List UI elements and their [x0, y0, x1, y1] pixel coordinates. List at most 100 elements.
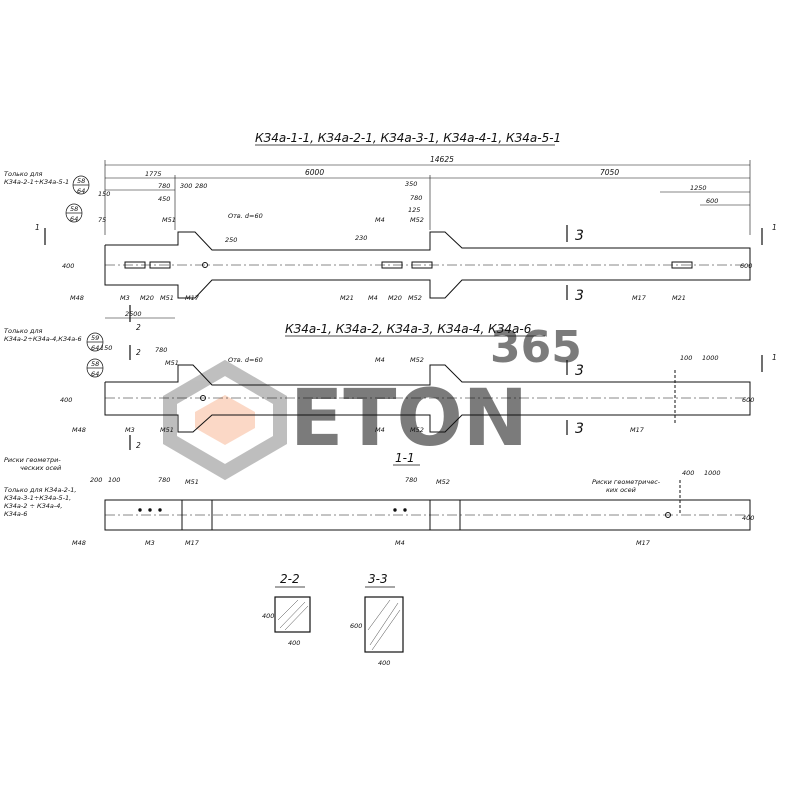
section-2-shape	[274, 596, 311, 633]
dim-1250: 1250	[690, 184, 707, 192]
circ-64d: 64	[91, 370, 99, 378]
mark-m4-mid: М4	[375, 356, 385, 364]
mark-m17-sec: М17	[185, 539, 200, 547]
cut-1-left: 1	[35, 223, 40, 232]
dim-125: 125	[408, 206, 420, 214]
circ-58c: 58	[91, 360, 99, 368]
dim-mid-150: 150	[100, 344, 112, 352]
cut-markers-top	[44, 225, 763, 322]
mark-m52-top: М52	[408, 294, 422, 302]
mark-m51-upper: М51	[162, 216, 176, 224]
dim-7050: 7050	[600, 168, 619, 177]
dim-total: 14625	[430, 155, 454, 164]
cut-1-right: 1	[772, 223, 777, 232]
mark-m4-upper: М4	[375, 216, 385, 224]
dim-sec-780b: 780	[405, 476, 417, 484]
dim-2500: 2500	[125, 310, 142, 318]
cut-3-top: 3	[575, 228, 584, 244]
dim-sec-780: 780	[158, 476, 170, 484]
dim-sec-1000: 1000	[704, 469, 721, 477]
mark-m17-mid: М17	[630, 426, 645, 434]
dim-sec-400h: 400	[742, 514, 754, 522]
mark-m4-sec: М4	[395, 539, 405, 547]
hole-label-top: Отв. d=60	[228, 212, 263, 220]
note-mid-1: Только для	[4, 327, 43, 335]
section-1-beam	[104, 480, 751, 531]
mark-m4-top: М4	[368, 294, 378, 302]
cut-1-mid: 1	[772, 353, 777, 362]
dim-280: 280	[195, 182, 207, 190]
dim-600h: 600	[740, 262, 752, 270]
dim-sec-200: 200	[90, 476, 102, 484]
mark-m17b-top: М17	[632, 294, 647, 302]
cut-2-mid-bot: 2	[136, 441, 141, 450]
dim-780: 780	[158, 182, 170, 190]
circ-59: 59	[91, 334, 99, 342]
mark-m51b-mid: М51	[160, 426, 174, 434]
view-mid-title: КЗ4а-1, КЗ4а-2, КЗ4а-3, КЗ4а-4, КЗ4а-6	[285, 322, 532, 336]
watermark-word: ЕТОN	[290, 374, 528, 464]
mark-m52-upper: М52	[410, 216, 424, 224]
note-geom-left-2: ческих осей	[20, 464, 61, 472]
cut-markers-mid	[129, 345, 763, 450]
view-top-title: КЗ4а-1-1, КЗ4а-2-1, КЗ4а-3-1, КЗ4а-4-1, …	[255, 131, 561, 145]
note-mid-2: КЗ4а-2÷КЗ4а-4,КЗ4а-6	[4, 335, 82, 343]
mark-m3-mid: М3	[125, 426, 135, 434]
mark-m4b-mid: М4	[375, 426, 385, 434]
mark-m51-mid: М51	[165, 359, 179, 367]
dim-75: 75	[98, 216, 106, 224]
dim-230: 230	[355, 234, 367, 242]
circ-64c: 64	[91, 344, 99, 352]
mark-m52-mid: М52	[410, 356, 424, 364]
dim-mid-780: 780	[155, 346, 167, 354]
note-geom-left-1: Риски геометри-	[4, 456, 61, 464]
cs33-height: 600	[350, 622, 362, 630]
dim-300: 300	[180, 182, 192, 190]
note-top-2: КЗ4а-2-1÷КЗ4а-5-1	[4, 178, 69, 186]
watermark-hex-inner-icon	[195, 395, 255, 445]
beam-top-outline	[104, 231, 751, 299]
mark-m48-mid: М48	[72, 426, 86, 434]
circ-64a: 64	[77, 187, 85, 195]
note-sec-1: Только для КЗ4а-2-1,	[4, 486, 76, 494]
dim-mid-100: 100	[680, 354, 692, 362]
mark-m51-top: М51	[160, 294, 174, 302]
hole-label-mid: Отв. d=60	[228, 356, 263, 364]
mark-m3-top: М3	[120, 294, 130, 302]
dim-250: 250	[225, 236, 237, 244]
dim-mid-600: 600	[742, 396, 754, 404]
dim-1775: 1775	[145, 170, 162, 178]
cs22-width: 400	[288, 639, 300, 647]
note-geom-right-1: Риски геометричес-	[592, 478, 661, 486]
mark-m17-top: М17	[185, 294, 200, 302]
mark-m48-top: М48	[70, 294, 84, 302]
mark-m51-sec: М51	[185, 478, 199, 486]
mark-m21-top: М21	[340, 294, 354, 302]
cut-2-mid-top: 2	[136, 348, 141, 357]
dim-780b: 780	[410, 194, 422, 202]
cut-3-bottom: 3	[575, 288, 584, 304]
section-3-shape	[364, 596, 404, 653]
dim-sec-100: 100	[108, 476, 120, 484]
dim-6000: 6000	[305, 168, 324, 177]
circ-64b: 64	[70, 215, 78, 223]
dim-mid-400: 400	[60, 396, 72, 404]
circ-58b: 58	[70, 205, 78, 213]
circled-refs-top	[65, 175, 90, 223]
dim-mid-1000: 1000	[702, 354, 719, 362]
dim-sec-400: 400	[682, 469, 694, 477]
section-2-title: 2-2	[280, 572, 300, 586]
mark-m52b-mid: М52	[410, 426, 424, 434]
watermark-logo: ЕТОN 365	[163, 322, 582, 481]
mark-m17b-sec: М17	[636, 539, 651, 547]
cut-3-mid-bot: 3	[575, 421, 584, 437]
circ-58a: 58	[77, 177, 85, 185]
note-sec-2: КЗ4а-3-1÷КЗ4а-5-1,	[4, 494, 71, 502]
top-dimensions	[104, 160, 751, 319]
mark-m20-top: М20	[140, 294, 154, 302]
note-sec-3: КЗ4а-2 ÷ КЗ4а-4,	[4, 502, 62, 510]
dim-150: 150	[98, 190, 110, 198]
note-geom-right-2: ких осей	[606, 486, 636, 494]
section-3-title: 3-3	[368, 572, 388, 586]
